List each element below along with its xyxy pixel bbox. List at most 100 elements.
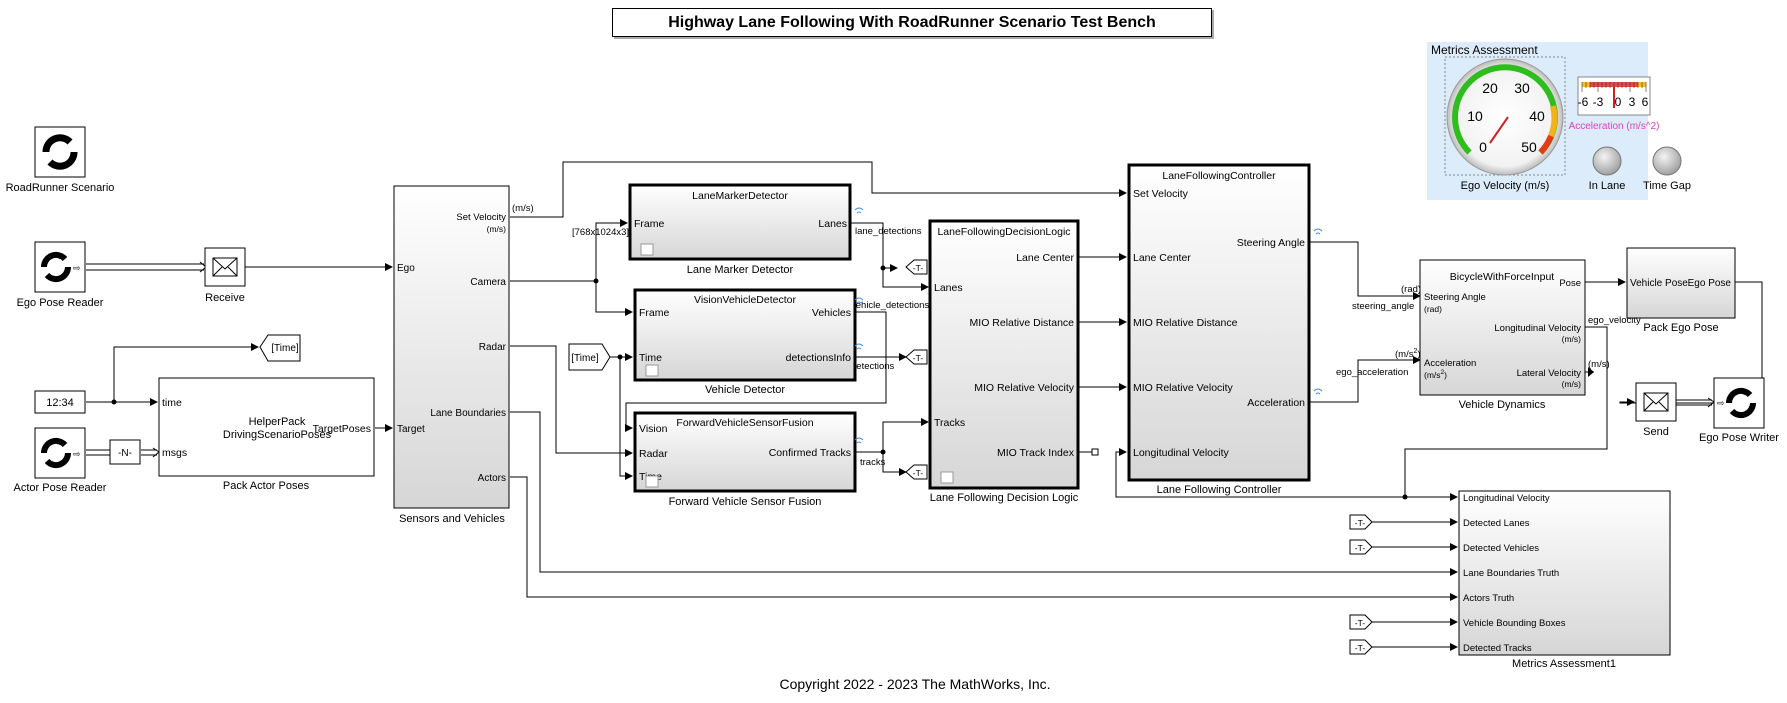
digital-clock-block[interactable]: 12:34 [34, 390, 86, 414]
diagram-title: Highway Lane Following With RoadRunner S… [612, 8, 1212, 37]
lmd-label: Lane Marker Detector [687, 264, 794, 276]
vehicle-dynamics-block[interactable]: BicycleWithForceInput Steering Angle (ra… [1419, 259, 1586, 411]
port-time: Time [639, 352, 662, 364]
gauge-label: Ego Velocity (m/s) [1461, 180, 1550, 192]
in-lane-lamp[interactable]: In Lane [1589, 146, 1626, 192]
acceleration-gauge[interactable]: -6 -3 0 3 6 Acceleration (m/s^2) [1569, 76, 1660, 132]
svg-text:-T-: -T- [913, 263, 924, 273]
port-actors-truth: Actors Truth [1463, 593, 1514, 604]
pack-actor-poses-block[interactable]: time msgs HelperPack DrivingScenarioPose… [158, 377, 375, 492]
controller-inner: LaneFollowingController [1162, 170, 1276, 182]
signal-lines[interactable] [86, 161, 1763, 651]
svg-text:-T-: -T- [1355, 618, 1366, 628]
svg-text:20: 20 [1482, 80, 1498, 96]
accel-ticks: -6 -3 0 3 6 [1578, 95, 1649, 109]
decision-logic-block[interactable]: LaneFollowingDecisionLogic Lanes Tracks … [928, 219, 1080, 504]
signal-vehicle-detections: vehicle_detections [851, 300, 929, 311]
time-from-block[interactable]: [Time] [568, 343, 611, 371]
svg-text:-T-: -T- [1355, 518, 1366, 528]
port-ego-pose: Ego Pose [1688, 278, 1732, 289]
port-vehicle-bounding-boxes: Vehicle Bounding Boxes [1463, 618, 1566, 629]
port-steering-angle: Steering Angle [1424, 292, 1486, 303]
svg-text:⇨: ⇨ [73, 449, 81, 459]
sensor-fusion-block[interactable]: ForwardVehicleSensorFusion Vision Radar … [633, 411, 857, 508]
time-goto-block[interactable]: [Time] [259, 334, 301, 362]
port-longitudinal-velocity: Longitudinal Velocity [1133, 447, 1229, 459]
port-lane-boundaries-truth: Lane Boundaries Truth [1463, 568, 1559, 579]
signal-labels: (m/s) [768x1024x3] lane_detections vehic… [512, 203, 1641, 468]
time-gap-lamp[interactable]: Time Gap [1643, 146, 1691, 192]
velocity-gauge[interactable]: 0 10 20 30 40 50 Ego Velocity (m/s) [1444, 56, 1566, 192]
ego-pose-reader-block[interactable]: ⇨ Ego Pose Reader [17, 241, 104, 309]
rr-logo-icon: ⇨ [40, 437, 81, 469]
svg-text:-T-: -T- [913, 468, 924, 478]
rr-logo-icon: ⇨ [1717, 387, 1757, 419]
pack-actor-text1: HelperPack [249, 416, 306, 428]
time-from-label: [Time] [571, 353, 599, 364]
ego-pose-writer-block[interactable]: ⇨ Ego Pose Writer [1699, 377, 1779, 444]
port-radar: Radar [479, 342, 507, 353]
port-targetposes: TargetPoses [313, 423, 371, 435]
receive-label: Receive [205, 292, 245, 304]
svg-text:3: 3 [1629, 95, 1636, 109]
vehicle-detector-block[interactable]: VisionVehicleDetector Frame Time Vehicle… [633, 288, 857, 396]
svg-text:In Lane: In Lane [1589, 180, 1626, 192]
rr-scenario-block[interactable]: RoadRunner Scenario [6, 126, 115, 194]
metrics-dashboard-panel[interactable]: Metrics Assessment 0 10 20 30 40 50 Ego … [1427, 42, 1691, 200]
goto-tags[interactable]: -T- -T- -T- [905, 259, 928, 480]
terminator-block[interactable] [1091, 448, 1099, 456]
svg-text:10: 10 [1467, 108, 1483, 124]
rr-logo-icon: ⇨ [40, 251, 81, 283]
envelope-icon [212, 257, 238, 277]
port-lane-center: Lane Center [1016, 252, 1074, 264]
actor-pose-reader-block[interactable]: ⇨ Actor Pose Reader [14, 427, 107, 494]
model-ref-icon [645, 475, 659, 488]
port-actors: Actors [478, 473, 506, 484]
signal-unit-ms: (m/s) [512, 203, 534, 214]
dynamics-inner: BicycleWithForceInput [1450, 271, 1555, 283]
signal-unit-ms2: (m/s2) [1395, 348, 1421, 360]
port-long-velocity: Longitudinal Velocity [1494, 323, 1581, 334]
vd-label: Vehicle Detector [705, 384, 785, 396]
port-vision: Vision [639, 423, 668, 435]
decision-label: Lane Following Decision Logic [930, 492, 1079, 504]
sensors-and-vehicles-block[interactable]: Ego Target Set Velocity (m/s) Camera Rad… [393, 185, 510, 525]
null-message-label: -N- [118, 448, 132, 459]
from-tags[interactable]: -T- -T- -T- -T- [1349, 514, 1373, 655]
port-lat-velocity: Lateral Velocity [1517, 368, 1582, 379]
null-message-block[interactable]: -N- [109, 439, 141, 465]
metrics-assessment-block[interactable]: Longitudinal Velocity Detected Lanes Det… [1458, 490, 1671, 670]
port-set-velocity-unit: (m/s) [487, 224, 507, 234]
lmd-inner: LaneMarkerDetector [692, 190, 788, 202]
port-target: Target [397, 424, 425, 435]
controller-label: Lane Following Controller [1157, 484, 1282, 496]
controller-block[interactable]: LaneFollowingController Set Velocity Lan… [1127, 163, 1311, 496]
pack-ego-label: Pack Ego Pose [1643, 322, 1718, 334]
lane-marker-detector-block[interactable]: LaneMarkerDetector Frame Lanes Lane Mark… [628, 183, 852, 276]
port-confirmed-tracks: Confirmed Tracks [769, 447, 851, 459]
port-mio-rel-dist: MIO Relative Distance [970, 317, 1075, 329]
envelope-icon [1643, 392, 1669, 412]
pack-ego-pose-block[interactable]: Vehicle Pose Ego Pose Pack Ego Pose [1626, 247, 1736, 334]
port-acceleration-unit: (m/s2) [1424, 369, 1447, 380]
model-ref-icon [940, 471, 954, 484]
model-ref-icon [640, 243, 654, 256]
model-ref-icon [645, 364, 659, 377]
metrics-label: Metrics Assessment1 [1512, 658, 1616, 670]
port-detected-tracks: Detected Tracks [1463, 643, 1532, 654]
sensors-label: Sensors and Vehicles [399, 513, 505, 525]
signal-lane-detections: lane_detections [855, 226, 922, 237]
svg-text:-T-: -T- [1355, 543, 1366, 553]
ego-pose-writer-label: Ego Pose Writer [1699, 432, 1779, 444]
port-lat-velocity-unit: (m/s) [1562, 379, 1582, 389]
send-block[interactable]: Send [1635, 382, 1677, 438]
port-acceleration: Acceleration [1424, 358, 1476, 369]
receive-block[interactable]: Receive [204, 247, 246, 304]
signal-ego-velocity: ego_velocity [1588, 315, 1641, 326]
port-detected-vehicles: Detected Vehicles [1463, 543, 1539, 554]
vd-inner: VisionVehicleDetector [694, 294, 796, 306]
terminator-block[interactable] [1588, 367, 1594, 377]
copyright-text: Copyright 2022 - 2023 The MathWorks, Inc… [779, 676, 1051, 692]
svg-text:0: 0 [1615, 95, 1622, 109]
